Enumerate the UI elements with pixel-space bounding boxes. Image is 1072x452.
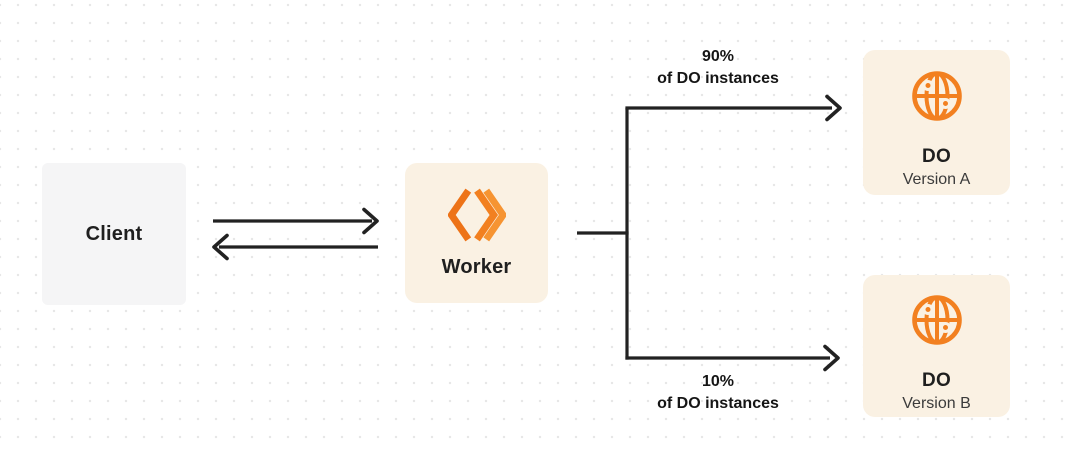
node-do-version-a: DO Version A: [863, 50, 1010, 195]
durable-object-globe-icon: [909, 68, 965, 124]
do-a-subtitle: Version A: [902, 171, 971, 188]
worker-label: Worker: [441, 256, 512, 278]
node-client: Client: [42, 163, 186, 305]
top-branch-percent: 90%: [701, 48, 735, 65]
bottom-branch-label: 10% of DO instances: [608, 371, 828, 415]
top-branch-caption: of DO instances: [657, 70, 779, 87]
node-do-version-b: DO Version B: [863, 275, 1010, 417]
arrowhead-top-branch: [825, 94, 842, 122]
arrowhead-client-to-worker: [362, 207, 379, 235]
do-a-title: DO: [922, 146, 951, 167]
workers-icon: [447, 187, 506, 243]
node-worker: Worker: [405, 163, 548, 303]
bottom-branch-caption: of DO instances: [657, 395, 779, 412]
do-b-subtitle: Version B: [902, 394, 971, 412]
do-b-title: DO: [922, 369, 951, 391]
arrowhead-worker-to-client: [212, 233, 229, 261]
client-label: Client: [85, 222, 143, 245]
bottom-branch-percent: 10%: [701, 373, 735, 390]
top-branch-label: 90% of DO instances: [608, 46, 828, 90]
durable-object-globe-icon: [909, 292, 965, 348]
arrowhead-bottom-branch: [823, 344, 840, 372]
